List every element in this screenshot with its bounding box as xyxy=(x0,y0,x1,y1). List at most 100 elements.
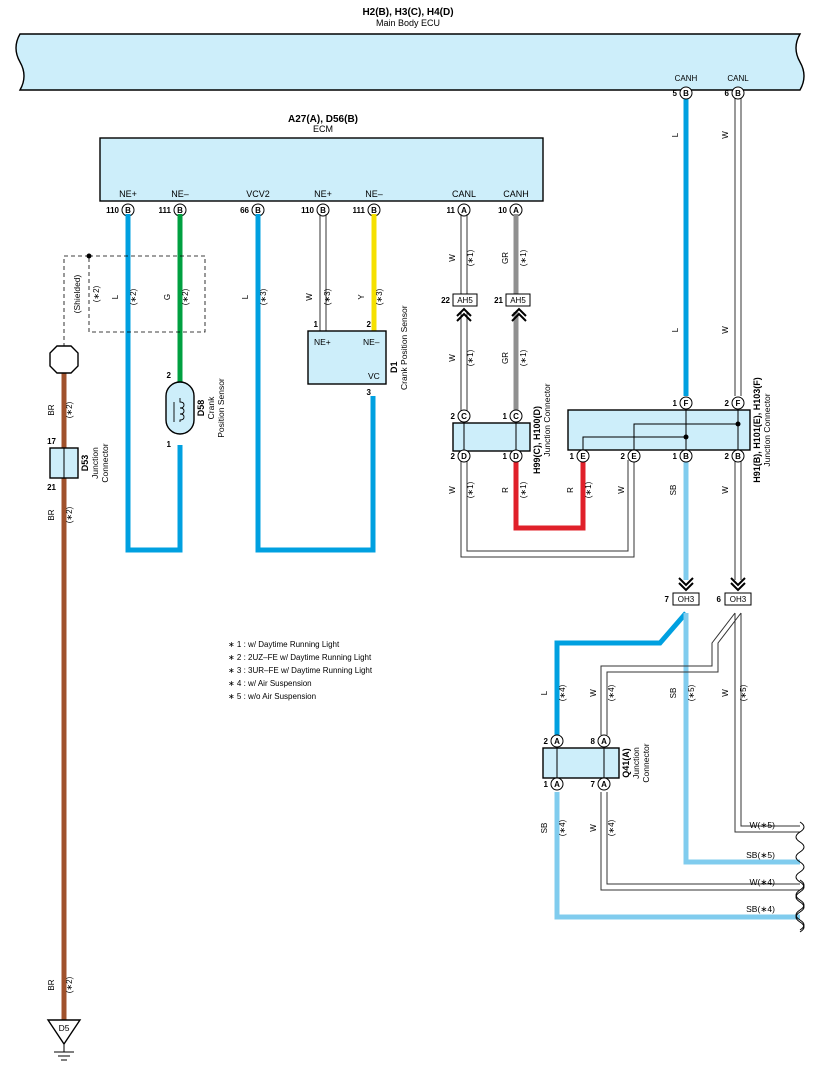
h91-pin-b1-conn: B xyxy=(683,452,689,461)
h91-junction-box[interactable] xyxy=(567,409,751,451)
wire-color-label: GR xyxy=(501,352,510,364)
h99-pin-c1[interactable] xyxy=(509,409,523,423)
q41-pin-a8-conn: A xyxy=(601,737,607,746)
d1-ne-plus-label: NE+ xyxy=(314,337,331,347)
ah5-label-w: AH5 xyxy=(457,296,473,305)
h91-pin-f1[interactable] xyxy=(679,396,693,410)
h91-pin-f1-num: 1 xyxy=(673,399,678,408)
q41-pin-a1-conn: A xyxy=(554,780,560,789)
ecm-pin-group: NE+B110NE–B111VCV2B66NE+B110NE–B111CANLA… xyxy=(106,189,529,217)
wire-color-label: SB xyxy=(669,688,678,699)
shield-box xyxy=(88,255,206,333)
q41-pin-a8[interactable] xyxy=(597,734,611,748)
wire-ne-plus-blue[interactable] xyxy=(125,214,183,553)
ecm-pin-number: 111 xyxy=(159,206,172,215)
h91-pin-f1-conn: F xyxy=(684,399,689,408)
ah5-chevron-w-icon xyxy=(456,307,472,322)
wire-w-h91-oh3[interactable] xyxy=(734,460,742,580)
wire-w-to-q41[interactable] xyxy=(600,612,742,735)
q41-pin-a8-num: 8 xyxy=(591,737,596,746)
d58-name1: Crank xyxy=(206,396,216,419)
ecm-pin-label: CANL xyxy=(452,189,476,199)
ecm-pin-circle[interactable] xyxy=(316,203,330,217)
wire-sb4[interactable] xyxy=(554,792,800,920)
q41-pin-a2[interactable] xyxy=(550,734,564,748)
h91-pin-b2[interactable] xyxy=(731,449,745,463)
legend-item: ∗ 5 : w/o Air Suspension xyxy=(228,692,316,701)
h91-pin-e2[interactable] xyxy=(627,449,641,463)
wire-end-break-icon-2 xyxy=(795,879,805,931)
wire-note-label: (∗3) xyxy=(323,288,332,305)
d1-vc-label: VC xyxy=(368,371,380,381)
wire-color-label: GR xyxy=(501,252,510,264)
wire-canl-white[interactable] xyxy=(734,98,742,396)
wire-w4[interactable] xyxy=(600,792,800,891)
wire-color-label: W xyxy=(448,254,457,262)
wire-canl-white-top[interactable] xyxy=(460,214,468,296)
oh3-connector-sb[interactable] xyxy=(672,592,700,606)
wire-color-label: BR xyxy=(47,404,56,415)
d1-pin2: 2 xyxy=(367,320,372,329)
h99-junction-box[interactable] xyxy=(452,422,531,452)
wire-blue-to-q41[interactable] xyxy=(554,611,688,735)
ecm-pin-label: VCV2 xyxy=(246,189,270,199)
wire-vcv2-blue[interactable] xyxy=(255,214,376,553)
oh3-pin7: 7 xyxy=(665,595,670,604)
h99-pin-c2[interactable] xyxy=(457,409,471,423)
h91-pin-f2[interactable] xyxy=(731,396,745,410)
d58-pin1: 1 xyxy=(167,440,172,449)
wire-ne-plus-white[interactable] xyxy=(319,214,327,331)
wire-color-label: L xyxy=(111,294,120,299)
ecu-pin-canh[interactable] xyxy=(679,86,693,100)
ecm-pin-number: 110 xyxy=(106,206,119,215)
wire-note-label: (∗4) xyxy=(558,819,567,836)
d1-sensor-box[interactable] xyxy=(307,330,387,385)
ah5-connector-w[interactable] xyxy=(452,293,478,307)
h99-pin-d2[interactable] xyxy=(457,449,471,463)
ecu-pin-canl[interactable] xyxy=(731,86,745,100)
h91-code: H91(B), H101(E), H103(F) xyxy=(752,377,762,483)
h99-pin-d1[interactable] xyxy=(509,449,523,463)
wire-note-label: (∗4) xyxy=(607,819,616,836)
q41-pin-a2-conn: A xyxy=(554,737,560,746)
wire-sb5[interactable] xyxy=(683,613,800,865)
ecm-pin-conn: A xyxy=(461,206,467,215)
shield-lead xyxy=(63,255,89,348)
ah5-connector-gr[interactable] xyxy=(505,293,531,307)
h91-internal-bus xyxy=(582,410,739,450)
d1-pin1: 1 xyxy=(314,320,319,329)
wire-h99-white-loop[interactable] xyxy=(460,460,635,558)
ecm-pin-circle[interactable] xyxy=(457,203,471,217)
wire-red[interactable] xyxy=(513,460,586,531)
q41-pin-a7[interactable] xyxy=(597,777,611,791)
wire-color-label: BR xyxy=(47,979,56,990)
ecm-box[interactable] xyxy=(99,137,544,202)
wire-w5[interactable] xyxy=(734,613,800,833)
wire-color-label: L xyxy=(241,294,250,299)
legend: ∗ 1 : w/ Daytime Running Light∗ 2 : 2UZ–… xyxy=(228,640,373,701)
shield-note: (∗2) xyxy=(92,285,101,302)
wire-color-label: W xyxy=(448,354,457,362)
end-label-sb4: SB(∗4) xyxy=(746,904,775,914)
wire-note-label: (∗1) xyxy=(466,249,475,266)
q41-pin-a1[interactable] xyxy=(550,777,564,791)
ecm-pin-number: 10 xyxy=(498,206,507,215)
q41-pin-a7-conn: A xyxy=(601,780,607,789)
legend-item: ∗ 3 : 3UR–FE w/ Daytime Running Light xyxy=(228,666,373,675)
wire-color-label: W xyxy=(721,689,730,697)
shield-junction-dot xyxy=(86,253,92,259)
h91-pin-b1[interactable] xyxy=(679,449,693,463)
wire-note-label: (∗2) xyxy=(181,288,190,305)
h91-pin-e1[interactable] xyxy=(576,449,590,463)
h99-pin-d1-conn: D xyxy=(513,452,519,461)
d53-pin17: 17 xyxy=(47,437,56,446)
q41-pin-a2-num: 2 xyxy=(544,737,549,746)
d53-name1: Junction xyxy=(90,447,100,479)
end-label-sb5: SB(∗5) xyxy=(746,850,775,860)
q41-junction-box[interactable] xyxy=(542,747,620,779)
oh3-pin6: 6 xyxy=(717,595,722,604)
oh3-connector-w[interactable] xyxy=(724,592,752,606)
wire-canl-white-mid[interactable] xyxy=(460,312,468,422)
main-body-ecu-box[interactable] xyxy=(15,33,805,91)
